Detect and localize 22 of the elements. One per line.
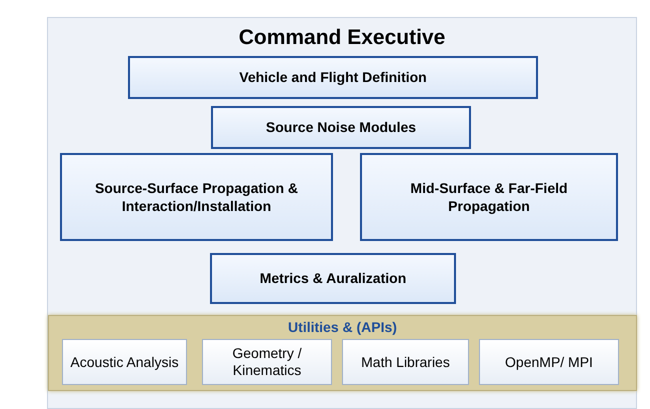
module-box [211,106,471,149]
module-label: Metrics & Auralization [258,269,408,288]
library-box [202,339,332,385]
module-label: Acoustic Analysis [70,354,179,370]
panel-title: Utilities & (APIs) [287,319,398,335]
module-box [128,56,538,99]
module-label: Math Libraries [361,354,450,370]
utilities-panel [48,315,637,391]
module-label: OpenMP/ MPI [505,354,593,370]
module-box [360,153,618,241]
module-box [210,253,456,304]
library-box [62,339,187,385]
module-label: Source-Surface Propagation & Interaction/Installation [94,178,300,216]
module-label: Source Noise Modules [264,118,418,137]
library-box [479,339,619,385]
module-label: Geometry / Kinematics [231,345,303,379]
module-label: Vehicle and Flight Definition [238,68,428,87]
panel-background [47,17,637,409]
module-label: Mid-Surface & Far-Field Propagation [409,178,569,216]
library-box [342,339,469,385]
panel-title: Command Executive [238,26,446,50]
module-box [60,153,333,241]
